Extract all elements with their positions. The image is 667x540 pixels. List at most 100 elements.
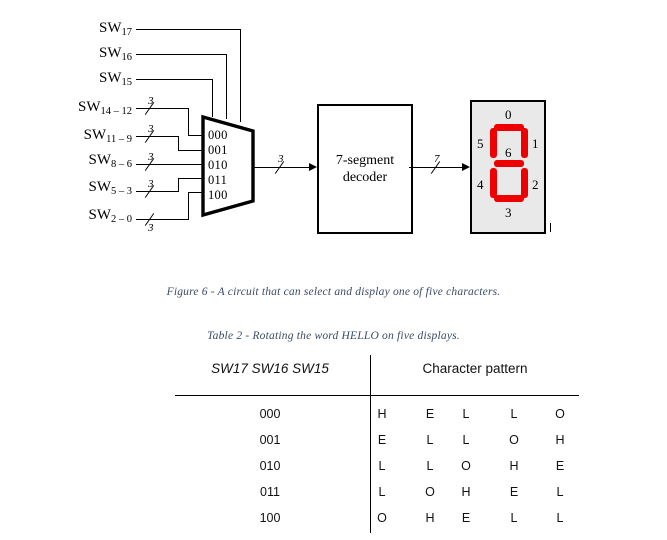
wire-sw11-9-a [136,136,178,137]
char-cell: O [461,459,471,473]
segment-number-6: 6 [505,145,512,160]
switch-label-sw5-3: SW5 – 3 [88,179,133,197]
table-header-character-pattern: Character pattern [422,361,528,376]
table-header-switches: SW17 SW16 SW15 [211,361,329,376]
switch-label-sw16: SW16 [99,45,132,63]
wire-sw16-horizontal [136,54,226,55]
char-cell: L [378,459,386,473]
char-cell: E [461,511,471,525]
char-cell: O [509,433,519,447]
mux-option-000: 000 [208,128,228,142]
char-cell: L [426,459,434,473]
seven-segment-decoder-block[interactable]: 7-segment decoder [317,104,413,234]
table-caption: Table 2 - Rotating the word HELLO on fiv… [207,330,460,342]
switch-label-sw2-0: SW2 – 0 [88,207,133,225]
table-cell-code: 010 [259,459,281,473]
wire-sw2-0-a [136,219,188,220]
multiplexer-body[interactable] [200,114,256,218]
char-cell: L [510,407,518,421]
wire-sw15-vertical [212,79,213,117]
char-cell: L [510,511,518,525]
segment-0-top [494,124,524,131]
bus-width-sw8-6: 3 [148,151,154,163]
wire-sw11-9-b [178,136,179,150]
segment-5-top-left [490,128,497,158]
char-cell: H [555,433,565,447]
char-cell: L [462,407,470,421]
table-cell-code: 011 [260,485,280,499]
wire-sw14-12-a [136,108,188,109]
multiplexer-option-list: 000 001 010 011 100 [208,128,228,203]
decoder-label: 7-segment decoder [336,152,394,186]
display-corner-tick [550,223,551,232]
char-cell: L [556,485,564,499]
table-cell-code: 000 [259,407,281,421]
wire-sw15-horizontal [136,79,212,80]
switch-label-sw11-9: SW11 – 9 [83,127,132,145]
decoder-label-line1: 7-segment [335,153,395,168]
bus-width-sw2-0: 3 [148,222,154,234]
segment-3-bottom [494,195,524,202]
char-cell: H [509,459,519,473]
table-header-rule [175,395,579,397]
segment-6-middle [494,160,524,167]
switch-label-sw15: SW15 [99,70,132,88]
char-cell: H [377,407,387,421]
char-cell: L [556,511,564,525]
segment-1-top-right [521,128,528,158]
bus-width-sw14-12: 3 [148,95,154,107]
wire-sw16-vertical [226,54,227,119]
segment-number-2: 2 [532,177,539,192]
mux-option-001: 001 [208,143,228,157]
wire-sw17-vertical [240,29,241,122]
table-row: 000 H E L L O [175,407,579,432]
segment-number-3: 3 [505,205,512,220]
figure-caption: Figure 6 - A circuit that can select and… [166,286,501,298]
arrowhead-display-input [462,163,470,171]
char-cell: O [425,485,435,499]
segment-2-bottom-right [521,168,528,198]
segment-number-0: 0 [505,107,512,122]
wire-sw14-12-b [188,108,189,135]
switch-label-sw8-6: SW8 – 6 [88,152,133,170]
table-row: 001 E L L O H [175,433,579,458]
bus-width-sw11-9: 3 [148,123,154,135]
char-cell: H [461,485,471,499]
table-cell-code: 100 [259,511,281,525]
wire-sw2-0-b [188,192,189,220]
table-row: 011 L O H E L [175,485,579,510]
char-cell: E [509,485,519,499]
segment-number-1: 1 [532,136,539,151]
segment-number-4: 4 [477,177,484,192]
bus-width-mux-output: 3 [278,153,284,165]
segment-4-bottom-left [490,168,497,198]
switch-label-sw14-12: SW14 – 12 [78,99,132,117]
char-cell: O [377,511,387,525]
wire-sw17-horizontal [136,29,240,30]
bus-width-sw5-3: 3 [148,178,154,190]
char-cell: L [378,485,386,499]
char-cell: O [555,407,565,421]
wire-sw14-12-c [188,135,210,136]
table-row: 010 L L O H E [175,459,579,484]
decoder-label-line2: decoder [342,170,388,185]
wire-sw5-3-b [178,178,179,192]
wire-sw11-9-c [178,150,210,151]
wire-sw5-3-a [136,191,178,192]
bus-width-decoder-output: 7 [434,153,440,165]
switch-label-sw17: SW17 [99,20,132,38]
table-row: 100 O H E L L [175,511,579,536]
arrowhead-decoder-input [309,163,317,171]
mux-option-011: 011 [208,173,228,187]
char-cell: H [425,511,435,525]
wire-sw5-3-c [178,178,210,179]
wire-sw8-6 [136,164,210,165]
table-column-divider [370,355,372,533]
mux-option-100: 100 [208,188,228,202]
char-cell: L [462,433,470,447]
char-cell: L [426,433,434,447]
seven-segment-display[interactable]: 0 1 2 3 4 5 6 [470,100,546,234]
mux-option-010: 010 [208,158,228,172]
char-cell: E [377,433,387,447]
